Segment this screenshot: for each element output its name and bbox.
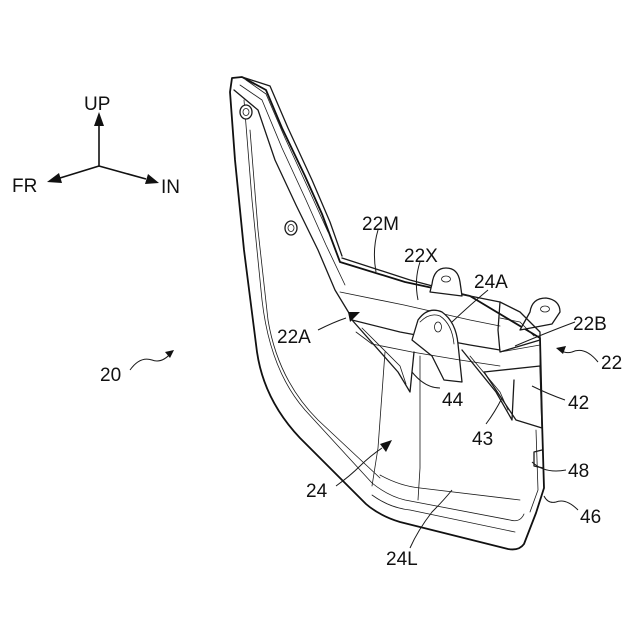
label-43: 43 — [472, 429, 493, 450]
axis-label-in: IN — [161, 177, 180, 198]
side-panel-42-edge — [500, 345, 540, 366]
leader-43 — [486, 398, 502, 424]
flap-crease-4 — [380, 475, 520, 500]
leader-46 — [544, 496, 578, 510]
label-24L: 24L — [386, 549, 418, 570]
label-22X: 22X — [404, 246, 438, 267]
label-22A: 22A — [277, 327, 311, 348]
axis-front-arrowhead — [47, 173, 62, 183]
leader-lines — [130, 230, 598, 548]
leader-22 — [560, 350, 598, 362]
leader-20-arrow — [165, 350, 174, 358]
axis-in-line — [99, 166, 146, 179]
flap-inner-rim-2 — [250, 130, 380, 478]
flap-inner-rim — [244, 100, 524, 521]
bracket-arm-inner — [234, 90, 352, 318]
label-46: 46 — [580, 507, 601, 528]
bolt-hole-middle — [285, 221, 297, 235]
leader-24L — [410, 490, 452, 548]
leader-22M — [374, 230, 378, 272]
direction-indicator: UP FR IN — [12, 94, 180, 198]
leader-24-arrow — [380, 440, 392, 452]
leader-42 — [532, 386, 565, 400]
leader-22A — [318, 318, 346, 330]
bracket-arm-ridge-2 — [246, 80, 328, 232]
leader-22-arrow — [556, 346, 566, 354]
label-48: 48 — [568, 461, 589, 482]
label-44: 44 — [442, 390, 464, 411]
axis-in-arrowhead — [145, 174, 159, 184]
label-22: 22 — [601, 353, 622, 374]
label-42: 42 — [568, 393, 589, 414]
edge-46 — [530, 430, 538, 512]
rib-24A — [412, 310, 462, 382]
axis-front-line — [60, 166, 99, 178]
leader-22X — [416, 262, 420, 300]
flap-crease-1 — [372, 352, 385, 486]
leader-20 — [130, 352, 172, 370]
axis-label-front: FR — [12, 176, 37, 197]
label-24A: 24A — [474, 272, 508, 293]
axis-label-up: UP — [84, 94, 110, 115]
tab-22B — [520, 298, 560, 330]
label-24: 24 — [306, 481, 328, 502]
label-22M: 22M — [362, 214, 399, 235]
leader-44 — [412, 372, 440, 388]
label-20: 20 — [100, 365, 121, 386]
bracket-arm-ridge — [240, 85, 345, 285]
label-22B: 22B — [573, 314, 607, 335]
bolt-hole-upper — [240, 105, 252, 119]
gusset-43 — [462, 350, 514, 420]
mud-guard-drawing — [230, 77, 560, 549]
flap-crease-2 — [418, 356, 420, 500]
